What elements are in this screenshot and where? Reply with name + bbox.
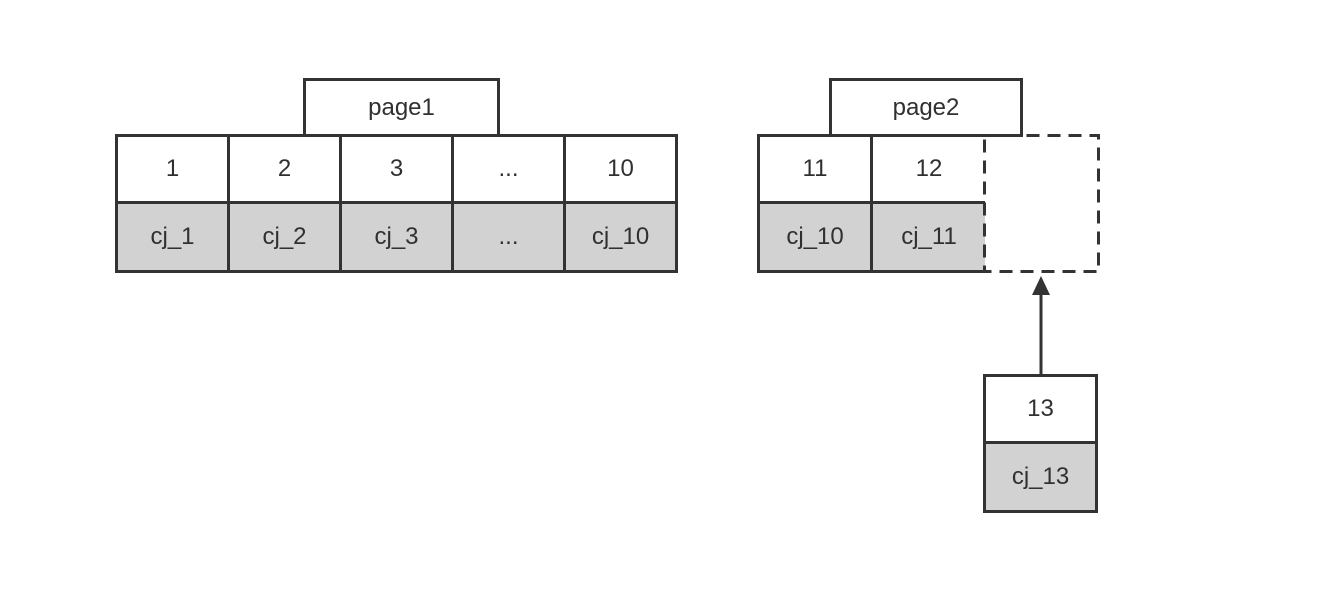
page2-column-12: 12 cj_11 [873,137,985,270]
page1-column-1: 1 cj_1 [118,137,227,270]
page1-cell-index-3: 3 [342,137,451,201]
page1-cell-value-1: cj_1 [118,204,227,270]
incoming-cell-column: 13 cj_13 [986,377,1095,510]
empty-slot-placeholder [983,134,1100,273]
page2-cell-value-12: cj_11 [873,204,985,270]
page2-cell-index-12: 12 [873,137,985,201]
page1-cell-value-ellipsis: ... [454,204,563,270]
page1-cell-index-ellipsis: ... [454,137,563,201]
page1-cell-index-2: 2 [230,137,339,201]
page2-cell-index-11: 11 [760,137,870,201]
page1-column-ellipsis: ... ... [454,137,563,270]
page1-cell-index-10: 10 [566,137,675,201]
page1-label-box: page1 [303,78,500,137]
page2-label-box: page2 [829,78,1023,137]
page1-column-10: 10 cj_10 [566,137,675,270]
page1-cell-index-1: 1 [118,137,227,201]
incoming-cell-value: cj_13 [986,444,1095,510]
page1-column-2: 2 cj_2 [230,137,339,270]
page1-cell-value-10: cj_10 [566,204,675,270]
page1-cell-value-3: cj_3 [342,204,451,270]
page1-table: 1 cj_1 2 cj_2 3 cj_3 ... ... 10 cj_10 [115,134,678,273]
page1-column-3: 3 cj_3 [342,137,451,270]
page2-table: 11 cj_10 12 cj_11 [757,134,985,273]
arrow-up-icon [1032,276,1050,374]
page1-cell-value-2: cj_2 [230,204,339,270]
page2-column-11: 11 cj_10 [760,137,870,270]
page2-cell-value-11: cj_10 [760,204,870,270]
incoming-cell-table: 13 cj_13 [983,374,1098,513]
page2-label: page2 [892,93,960,121]
page1-label: page1 [368,93,435,121]
incoming-cell-index: 13 [986,377,1095,441]
